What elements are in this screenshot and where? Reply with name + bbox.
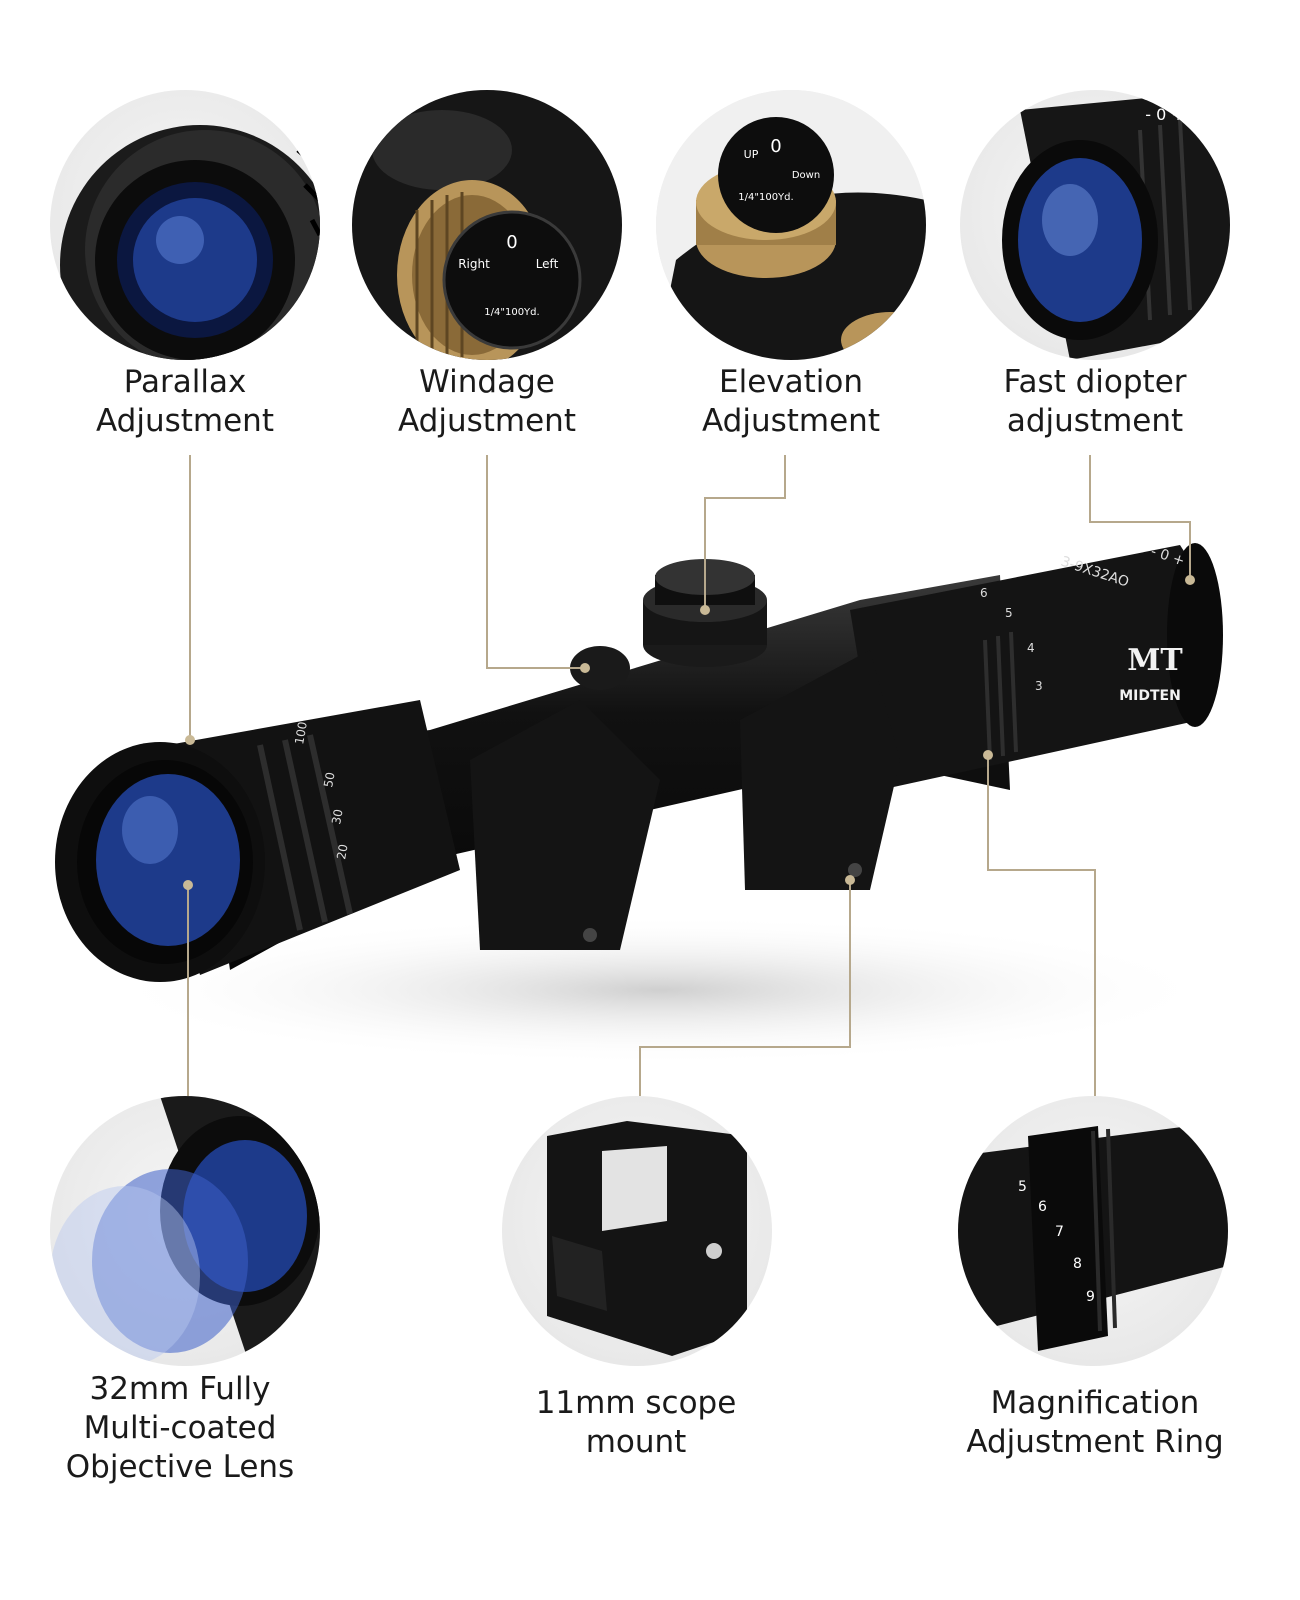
objective-lens-closeup-image: [50, 1096, 320, 1366]
parallax-caption-line1: Parallax: [123, 364, 247, 400]
windage-caption: Windage Adjustment: [327, 363, 647, 441]
mount-caption: 11mm scope mount: [476, 1384, 796, 1462]
scope-mount-closeup-image: [502, 1096, 772, 1366]
parallax-caption: Parallax Adjustment: [25, 363, 345, 441]
lens-caption-line2: Multi-coated: [83, 1410, 277, 1446]
parallax-caption-line2: Adjustment: [96, 403, 274, 439]
magnification-caption: Magnification Adjustment Ring: [935, 1384, 1255, 1462]
diopter-caption-line1: Fast diopter: [1003, 364, 1187, 400]
power-mark: 5: [1005, 606, 1013, 620]
magnification-number: 6: [1038, 1199, 1047, 1215]
parallax-mark: 100: [292, 721, 310, 746]
windage-dial-zero: 0: [506, 232, 517, 253]
parallax-ring-marks: 20 30 50 100: [292, 721, 350, 861]
mount-caption-line2: mount: [585, 1424, 687, 1460]
parallax-closeup-image: [50, 90, 320, 360]
elevation-dial-down: Down: [792, 170, 820, 181]
magnification-number: 9: [1086, 1289, 1095, 1305]
windage-dial-left: Left: [536, 257, 559, 271]
windage-caption-line2: Adjustment: [398, 403, 576, 439]
power-mark: 6: [980, 586, 988, 600]
scope-brand: MIDTEN: [1119, 688, 1181, 704]
elevation-caption-line1: Elevation: [719, 364, 863, 400]
windage-closeup-image: 0 Left Right 1/4"100Yd.: [352, 90, 622, 360]
elevation-dial-up: UP: [744, 148, 759, 161]
diopter-closeup-image: - 0 +: [960, 90, 1230, 360]
lens-caption: 32mm Fully Multi-coated Objective Lens: [20, 1370, 340, 1487]
magnification-number: 7: [1055, 1224, 1064, 1240]
magnification-caption-line1: Magnification: [990, 1385, 1200, 1421]
magnification-ring-numbers: 5 6 7 8 9: [1018, 1179, 1095, 1305]
windage-dial-click: 1/4"100Yd.: [484, 307, 539, 318]
elevation-caption: Elevation Adjustment: [631, 363, 951, 441]
power-ring-marks: 3 4 5 6: [980, 586, 1043, 693]
lens-caption-line1: 32mm Fully: [89, 1371, 271, 1407]
diopter-caption: Fast diopter adjustment: [935, 363, 1255, 441]
parallax-mark: 20: [334, 843, 350, 860]
magnification-number: 8: [1073, 1256, 1082, 1272]
parallax-mark: 30: [329, 808, 345, 825]
elevation-dial-zero: 0: [770, 136, 781, 157]
scope-logo: MT: [1127, 643, 1183, 678]
magnification-number: 5: [1018, 1179, 1027, 1195]
power-mark: 4: [1027, 641, 1035, 655]
parallax-mark: 50: [321, 771, 337, 788]
windage-dial-right: Right: [458, 257, 490, 271]
lens-caption-line3: Objective Lens: [65, 1449, 295, 1485]
magnification-caption-line2: Adjustment Ring: [966, 1424, 1224, 1460]
elevation-caption-line2: Adjustment: [702, 403, 880, 439]
diopter-caption-line2: adjustment: [1006, 403, 1184, 439]
mount-caption-line1: 11mm scope: [535, 1385, 737, 1421]
magnification-ring-closeup-image: 5 6 7 8 9: [958, 1096, 1228, 1366]
windage-caption-line1: Windage: [419, 364, 555, 400]
elevation-dial-click: 1/4"100Yd.: [738, 192, 793, 203]
elevation-closeup-image: 0 UP Down 1/4"100Yd.: [656, 90, 926, 360]
power-mark: 3: [1035, 679, 1043, 693]
